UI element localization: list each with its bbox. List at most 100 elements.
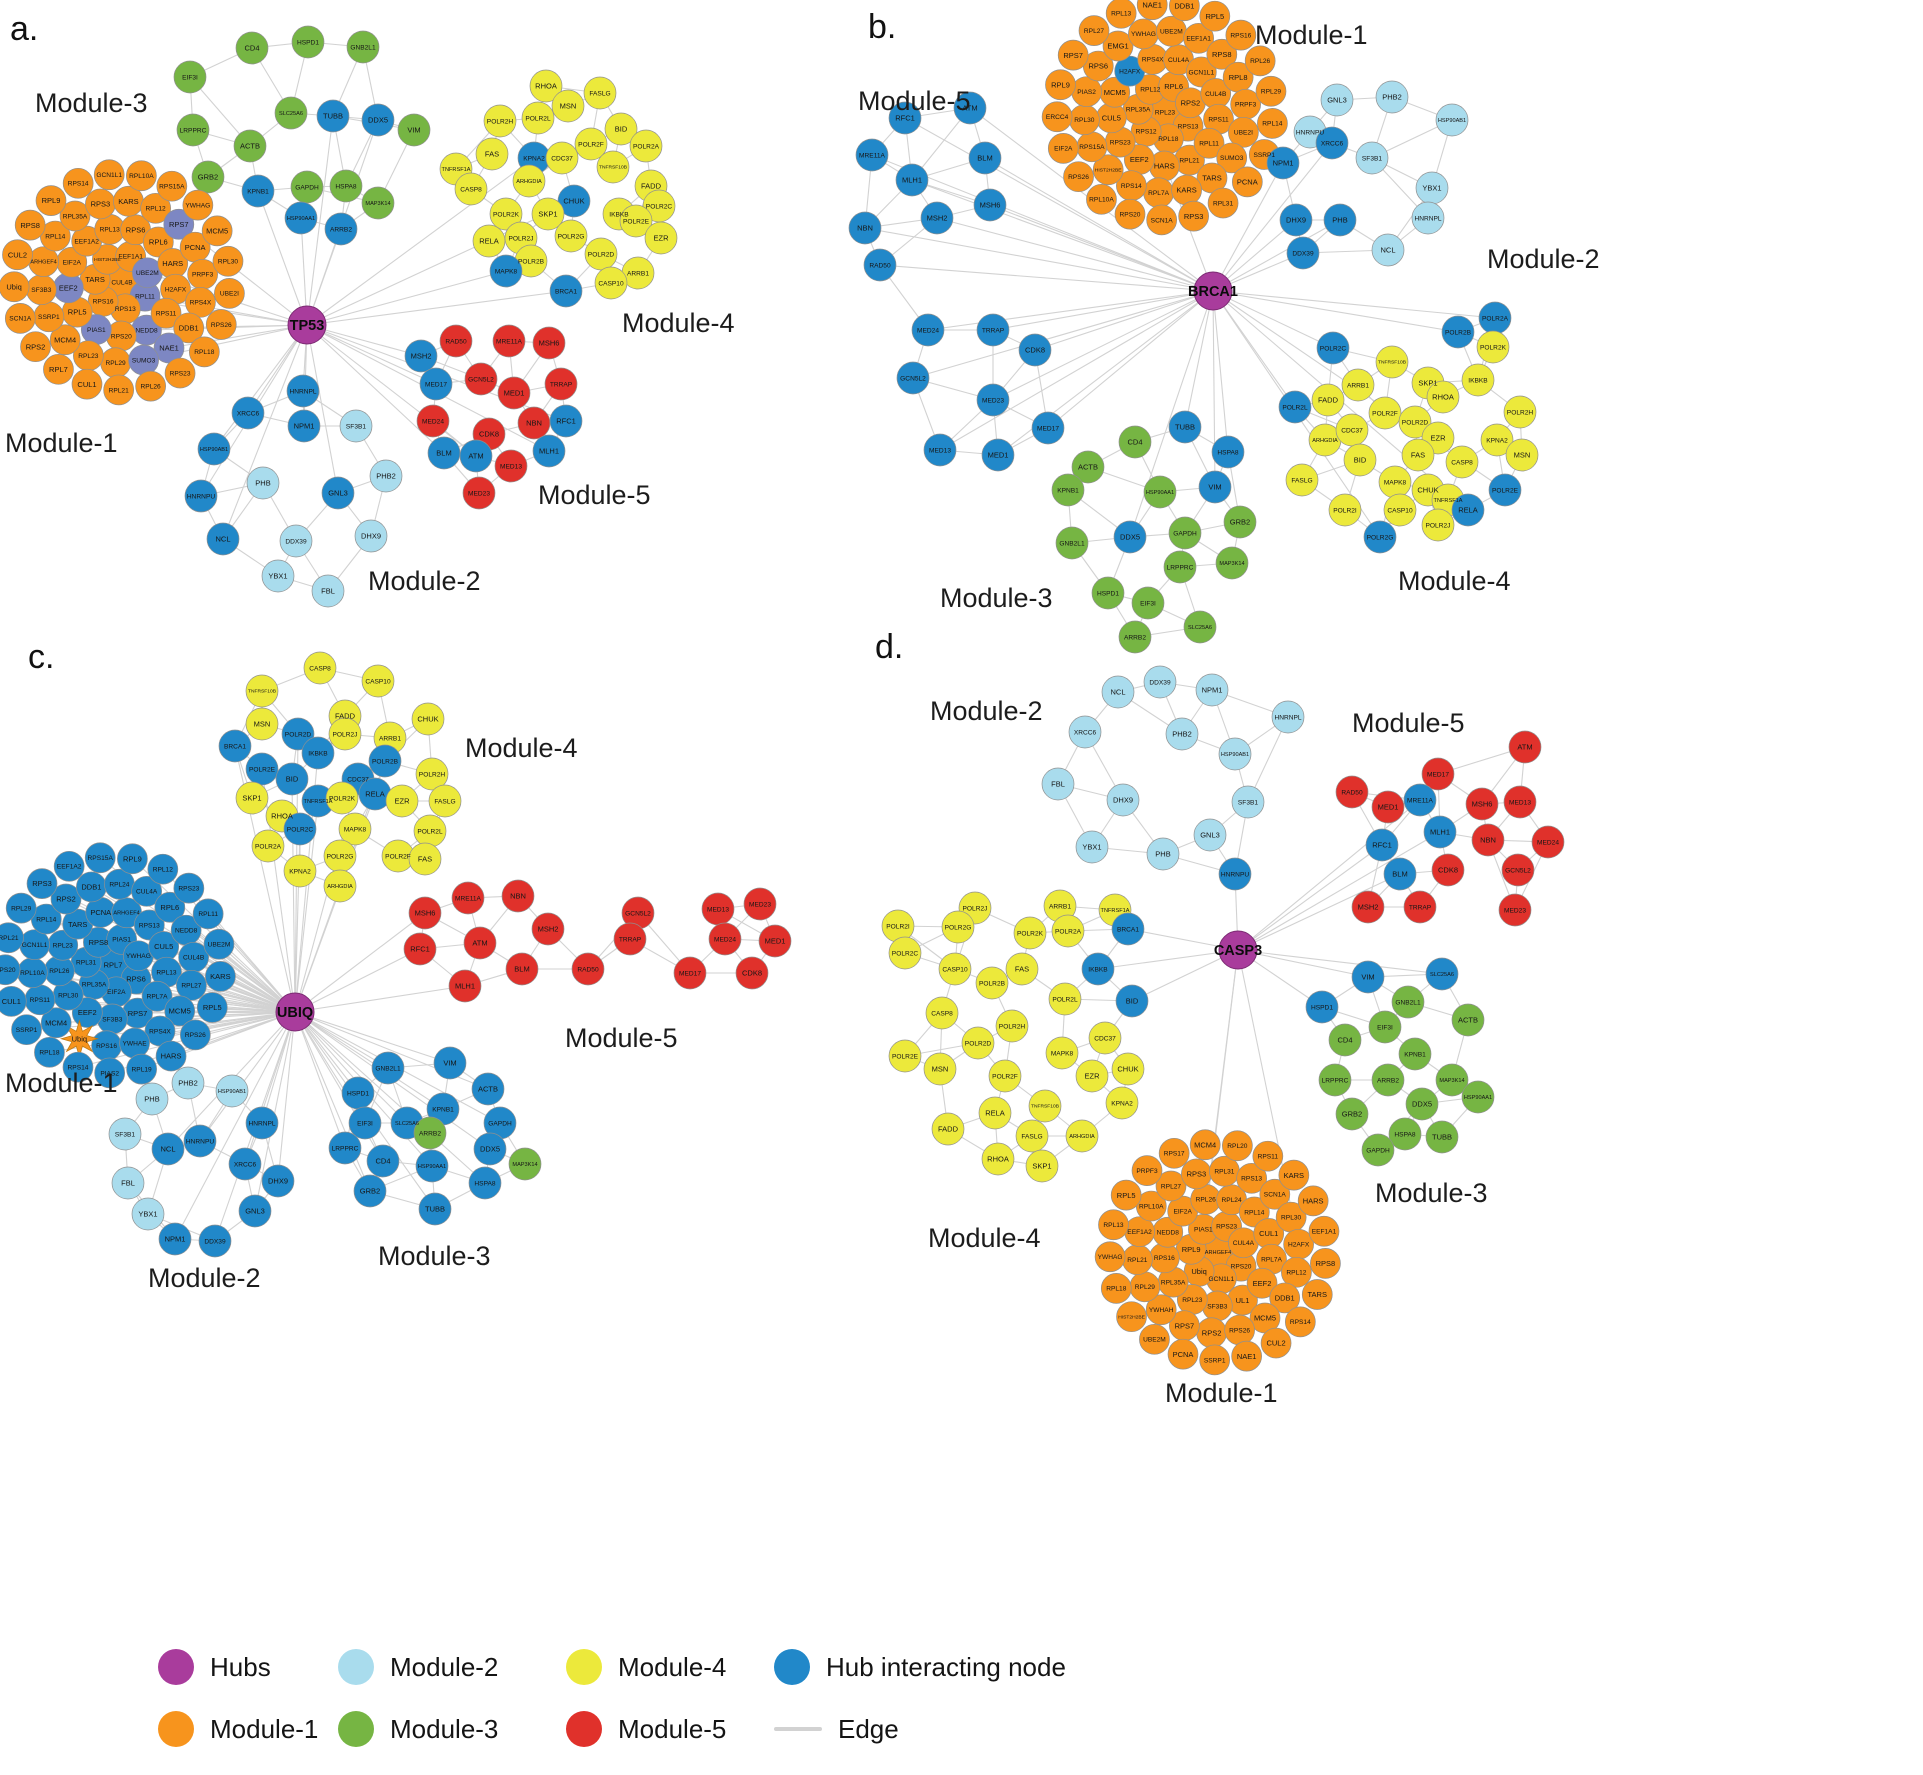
- node-POLR2J[interactable]: [1421, 508, 1455, 542]
- node-UBE2M[interactable]: [1139, 1323, 1170, 1355]
- node-DDX5[interactable]: [1113, 520, 1147, 554]
- node-DHX9[interactable]: [261, 1164, 295, 1198]
- node-ATM[interactable]: [463, 926, 497, 960]
- node-RPS15A[interactable]: [84, 842, 116, 874]
- node-POLR2D[interactable]: [961, 1026, 995, 1060]
- node-ARRB2[interactable]: [1118, 620, 1152, 654]
- node-NPM1[interactable]: [287, 409, 321, 443]
- node-UBE2I[interactable]: [214, 278, 245, 309]
- node-SUMO3[interactable]: [1216, 142, 1248, 174]
- node-BLM[interactable]: [1383, 857, 1417, 891]
- node-PHB2[interactable]: [171, 1066, 205, 1100]
- node-PHB[interactable]: [246, 466, 280, 500]
- node-MSN[interactable]: [551, 89, 585, 123]
- node-EIF3I[interactable]: [1131, 586, 1165, 620]
- node-RFC1[interactable]: [888, 101, 922, 135]
- node-CDC37[interactable]: [545, 141, 579, 175]
- node-EZR[interactable]: [385, 784, 419, 818]
- node-RPS14[interactable]: [62, 167, 94, 199]
- node-CASP10[interactable]: [938, 952, 972, 986]
- node-BID[interactable]: [1343, 443, 1377, 477]
- node-RPS3[interactable]: [1178, 200, 1209, 232]
- node-RPS26[interactable]: [179, 1019, 211, 1051]
- node-MCM4[interactable]: [49, 324, 81, 356]
- node-GNL3[interactable]: [1193, 818, 1227, 852]
- node-MAP3K14[interactable]: [1215, 546, 1249, 580]
- node-YWHAH[interactable]: [1145, 1294, 1177, 1326]
- node-IKBKB[interactable]: [1461, 363, 1495, 397]
- node-LRPPRC[interactable]: [1163, 550, 1197, 584]
- node-EZR[interactable]: [1075, 1059, 1109, 1093]
- node-NBN[interactable]: [501, 879, 535, 913]
- node-YBX1[interactable]: [1075, 830, 1109, 864]
- node-MED17[interactable]: [673, 956, 707, 990]
- node-KARS[interactable]: [205, 961, 236, 992]
- node-BRCA1[interactable]: [218, 729, 252, 763]
- node-GRB2[interactable]: [1223, 505, 1257, 539]
- node-POLR2E[interactable]: [245, 752, 279, 786]
- node-RPS4X[interactable]: [185, 286, 216, 318]
- node-XRCC6[interactable]: [1068, 715, 1102, 749]
- node-RPL7A[interactable]: [141, 980, 173, 1012]
- node-HNRNPU[interactable]: [1218, 857, 1252, 891]
- node-EZR[interactable]: [644, 221, 678, 255]
- node-EEF1A2[interactable]: [53, 850, 85, 882]
- node-MED24[interactable]: [416, 404, 450, 438]
- node-MCM5[interactable]: [164, 995, 196, 1027]
- node-SF3B1[interactable]: [339, 409, 373, 443]
- node-HSP90AB1[interactable]: [1435, 103, 1469, 137]
- node-SKP1[interactable]: [235, 781, 269, 815]
- node-HNRNPL[interactable]: [1271, 700, 1305, 734]
- node-MRE11A[interactable]: [1403, 783, 1437, 817]
- node-TRRAP[interactable]: [1403, 890, 1437, 924]
- node-TUBB[interactable]: [316, 99, 350, 133]
- node-ARHGDIA[interactable]: [1065, 1119, 1099, 1153]
- node-MLH1[interactable]: [532, 434, 566, 468]
- node-FBL[interactable]: [111, 1166, 145, 1200]
- node-KPNB1[interactable]: [1398, 1037, 1432, 1071]
- node-MED23[interactable]: [743, 887, 777, 921]
- node-MED17[interactable]: [1031, 411, 1065, 445]
- node-EIF3I[interactable]: [1368, 1010, 1402, 1044]
- node-RPL6[interactable]: [154, 891, 186, 923]
- node-RPS3[interactable]: [26, 868, 58, 899]
- node-RPL7[interactable]: [43, 353, 74, 385]
- node-HSP90AB1[interactable]: [1218, 737, 1252, 771]
- node-RAD50[interactable]: [439, 324, 473, 358]
- node-RPL29[interactable]: [5, 892, 37, 924]
- node-FBL[interactable]: [311, 574, 345, 608]
- node-RPL13[interactable]: [1105, 0, 1137, 29]
- node-MED17[interactable]: [1421, 757, 1455, 791]
- node-RPL26[interactable]: [135, 370, 166, 402]
- node-RFC1[interactable]: [549, 404, 583, 438]
- node-ATM[interactable]: [953, 91, 987, 125]
- node-KARS[interactable]: [1278, 1159, 1310, 1191]
- node-FAS[interactable]: [408, 842, 442, 876]
- node-TUBB[interactable]: [1425, 1120, 1459, 1154]
- node-POLR2K[interactable]: [1013, 916, 1047, 950]
- node-POLR2B[interactable]: [368, 744, 402, 778]
- node-RHOA[interactable]: [981, 1142, 1015, 1176]
- node-HSPA8[interactable]: [1211, 435, 1245, 469]
- node-SCN1A[interactable]: [1259, 1178, 1291, 1210]
- node-ARHGDIA[interactable]: [512, 164, 546, 198]
- node-HSP90AB1[interactable]: [197, 432, 231, 466]
- node-RPL10A[interactable]: [1086, 183, 1117, 215]
- node-GRB2[interactable]: [1335, 1097, 1369, 1131]
- node-HNRNPU[interactable]: [183, 1124, 217, 1158]
- node-CHUK[interactable]: [1111, 1052, 1145, 1086]
- node-POLR2E[interactable]: [1488, 473, 1522, 507]
- node-RPS13[interactable]: [1236, 1162, 1267, 1194]
- node-POLR2F[interactable]: [988, 1059, 1022, 1093]
- node-EMG1[interactable]: [1102, 30, 1134, 62]
- node-RPL18[interactable]: [34, 1036, 65, 1068]
- node-RPL27[interactable]: [1078, 15, 1110, 46]
- node-POLR2L[interactable]: [521, 101, 555, 135]
- node-GCN1L1[interactable]: [93, 159, 125, 191]
- node-RPL31[interactable]: [1207, 187, 1239, 219]
- node-GNB2L1[interactable]: [1391, 985, 1425, 1019]
- node-CUL1[interactable]: [71, 368, 103, 400]
- node-MAP3K14[interactable]: [361, 186, 395, 220]
- node-RPS23[interactable]: [173, 872, 205, 904]
- node-POLR2J[interactable]: [328, 717, 362, 751]
